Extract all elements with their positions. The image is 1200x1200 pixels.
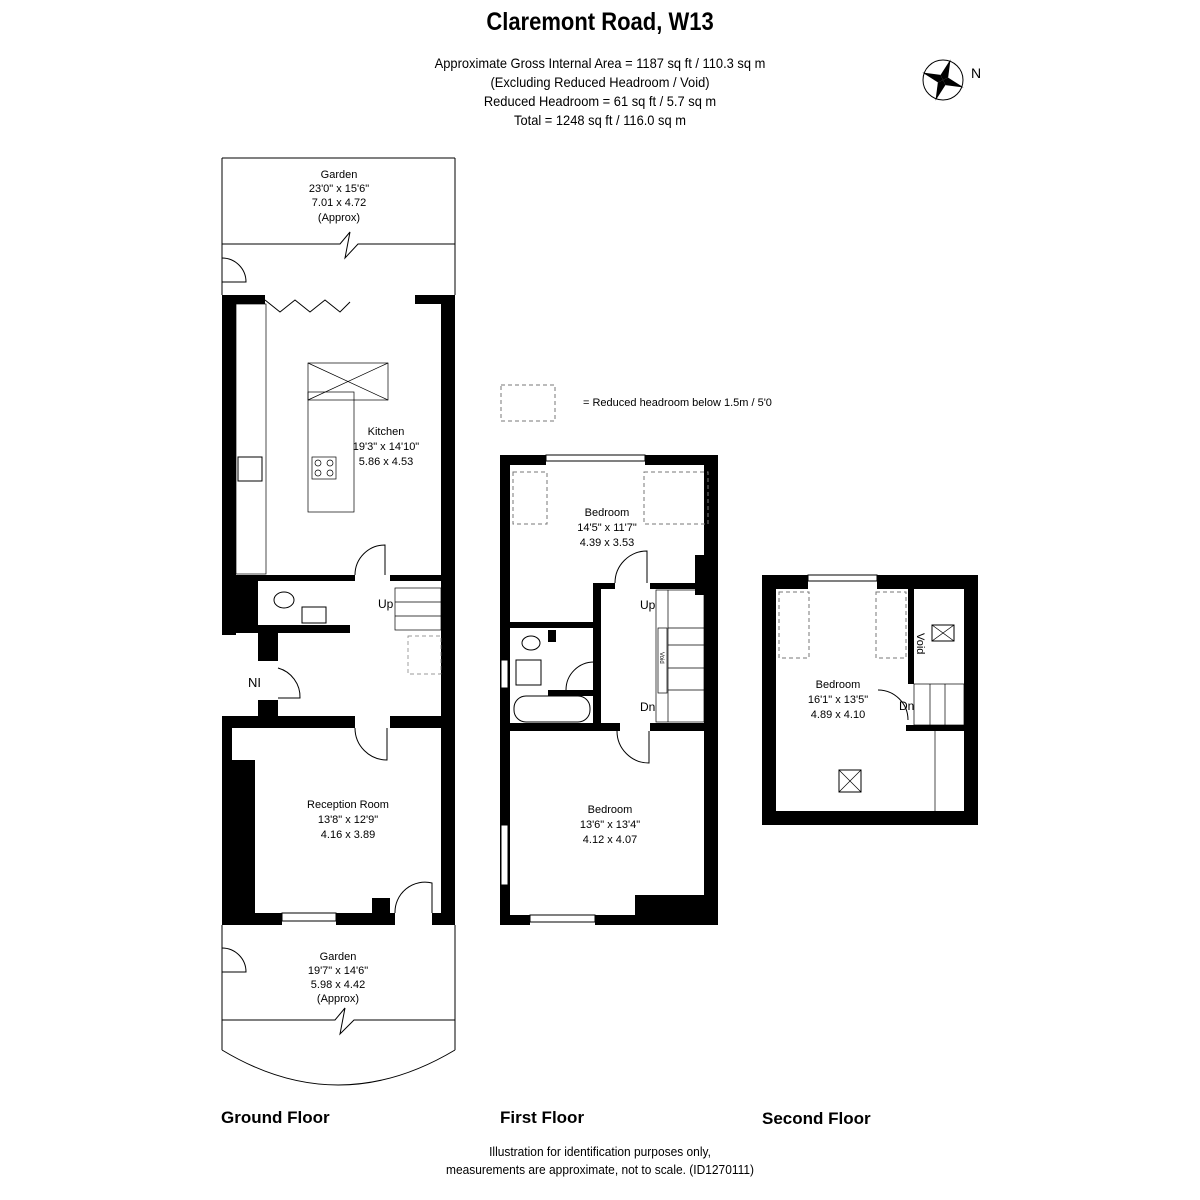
bifold-doors-icon (264, 299, 351, 313)
toilet-icon (521, 635, 541, 651)
window-icon (529, 914, 596, 923)
skylight-icon (307, 362, 389, 401)
reduced-headroom-area (512, 471, 548, 525)
reception-name: Reception Room (307, 799, 389, 811)
first-floor (500, 454, 718, 925)
skylight-icon (931, 624, 955, 642)
reception-door (354, 727, 388, 761)
front-garden-metric: 5.98 x 4.42 (311, 979, 365, 991)
rear-garden-name: Garden (321, 169, 358, 181)
reduced-headroom-area: Reduced Headroom = 61 sq ft / 5.7 sq m (483, 93, 717, 109)
stairs-up-label: Up (640, 598, 656, 612)
stairs-down-label: Dn (899, 699, 914, 713)
basin-icon (515, 659, 542, 686)
front-garden-note: (Approx) (317, 993, 359, 1005)
total-area: Total = 1248 sq ft / 116.0 sq m (514, 112, 686, 128)
bedroom-door (616, 730, 650, 764)
window-icon (500, 824, 509, 886)
garden-door-icon (221, 257, 247, 283)
gross-area: Approximate Gross Internal Area = 1187 s… (434, 55, 766, 71)
window-icon (545, 454, 646, 462)
reduced-headroom-swatch (500, 384, 556, 422)
void-label: Void (658, 652, 664, 664)
hob-icon (311, 456, 337, 480)
rear-garden-metric: 7.01 x 4.72 (312, 197, 366, 209)
stairs (655, 589, 705, 723)
compass-north-label: N (971, 65, 981, 81)
ground-floor-labels: Garden 23'0" x 15'6" 7.01 x 4.72 (Approx… (221, 169, 419, 1127)
void-label: Void (914, 633, 926, 654)
sink-icon (237, 456, 263, 482)
bedroom-rear-metric: 4.39 x 3.53 (580, 537, 634, 549)
bath-icon (513, 695, 591, 723)
bedroom-door (614, 550, 648, 584)
bedroom-name: Bedroom (816, 679, 861, 691)
window-icon (281, 912, 337, 922)
stairs (913, 683, 965, 811)
front-garden-outline (221, 925, 456, 1086)
second-floor (762, 574, 978, 825)
front-door (277, 667, 301, 699)
second-floor-labels: Void Bedroom 16'1" x 13'5" 4.89 x 4.10 D… (762, 633, 926, 1128)
kitchen-units (235, 303, 267, 575)
bedroom-door (877, 689, 909, 721)
bedroom-metric: 4.89 x 4.10 (811, 709, 865, 721)
rear-garden-outline (221, 157, 456, 295)
second-floor-label: Second Floor (762, 1109, 871, 1128)
kitchen-metric: 5.86 x 4.53 (359, 456, 413, 468)
front-garden-name: Garden (320, 951, 357, 963)
bathroom-door (565, 661, 595, 691)
ground-floor (221, 157, 456, 1086)
disclaimer: Illustration for identification purposes… (48, 1143, 1152, 1179)
rear-garden-note: (Approx) (318, 212, 360, 224)
stairs-up-label: Up (378, 597, 394, 611)
bedroom-rear-imperial: 14'5" x 11'7" (577, 522, 637, 534)
bedroom-front-imperial: 13'6" x 13'4" (580, 819, 640, 831)
disclaimer-line-2: measurements are approximate, not to sca… (445, 1162, 755, 1177)
bedroom-front-name: Bedroom (588, 804, 633, 816)
kitchen-island (307, 391, 355, 513)
bedroom-front-metric: 4.12 x 4.07 (583, 834, 637, 846)
entrance-label: NI (248, 675, 261, 690)
porch-door (394, 881, 433, 914)
skylight-icon (838, 769, 862, 793)
basin-icon (301, 606, 327, 624)
toilet-icon (273, 591, 295, 609)
reduced-headroom-area (875, 591, 907, 659)
kitchen-imperial: 19'3" x 14'10" (353, 441, 420, 453)
reception-metric: 4.16 x 3.89 (321, 829, 375, 841)
reduced-headroom-area (643, 471, 709, 525)
first-floor-labels: Bedroom 14'5" x 11'7" 4.39 x 3.53 Up Dn … (500, 507, 664, 1127)
compass-icon: N (922, 59, 981, 101)
area-summary: Approximate Gross Internal Area = 1187 s… (48, 54, 1152, 130)
bedroom-imperial: 16'1" x 13'5" (808, 694, 868, 706)
stairs (394, 587, 442, 675)
kitchen-name: Kitchen (368, 426, 405, 438)
window-icon (500, 659, 509, 689)
garden-gate-icon (221, 947, 247, 973)
reduced-headroom-area (778, 591, 810, 659)
stairs-down-label: Dn (640, 700, 655, 714)
rear-garden-imperial: 23'0" x 15'6" (309, 183, 369, 195)
ground-floor-label: Ground Floor (221, 1108, 330, 1127)
kitchen-door (354, 544, 386, 576)
legend-reduced-headroom: = Reduced headroom below 1.5m / 5'0 (583, 397, 772, 409)
bedroom-rear-name: Bedroom (585, 507, 630, 519)
front-garden-imperial: 19'7" x 14'6" (308, 965, 368, 977)
first-floor-label: First Floor (500, 1108, 584, 1127)
area-exclusion-note: (Excluding Reduced Headroom / Void) (490, 74, 710, 90)
window-icon (807, 574, 878, 582)
page-title: Claremont Road, W13 (486, 8, 714, 36)
disclaimer-line-1: Illustration for identification purposes… (489, 1144, 711, 1159)
legend: = Reduced headroom below 1.5m / 5'0 (500, 384, 772, 422)
reception-imperial: 13'8" x 12'9" (318, 814, 378, 826)
